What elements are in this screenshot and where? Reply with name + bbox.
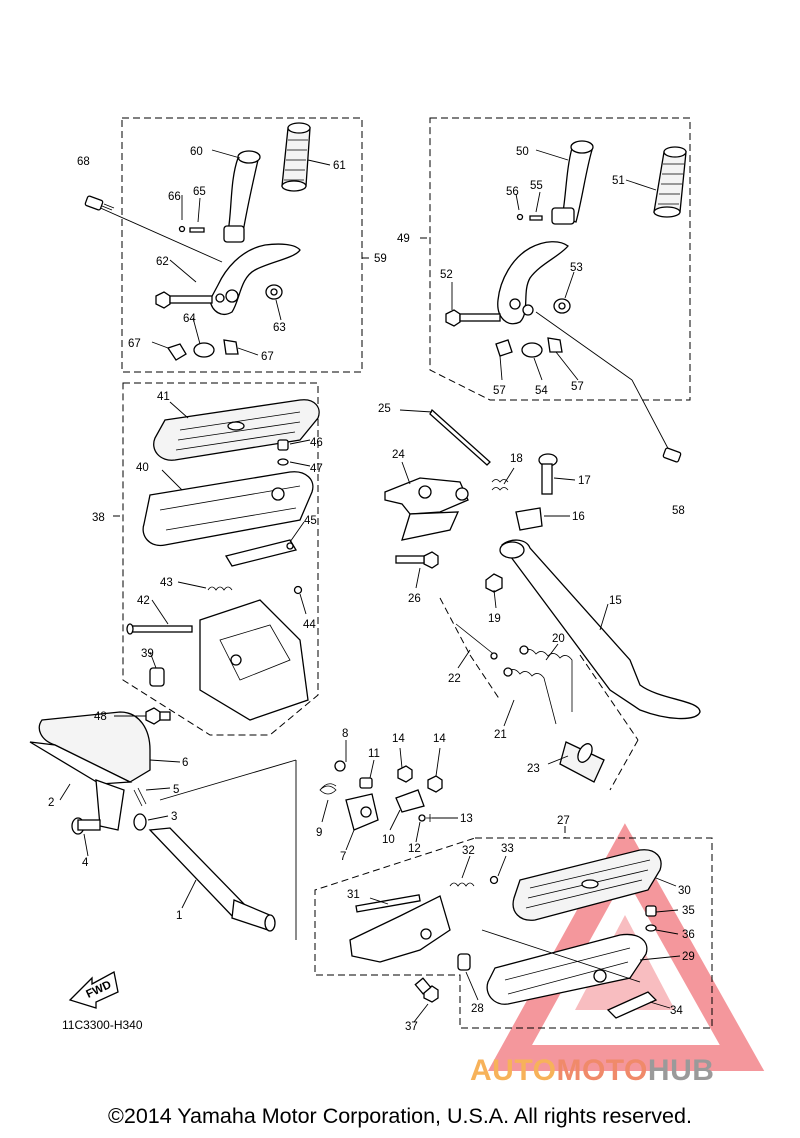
callout-61: 61 (333, 160, 346, 172)
callout-43: 43 (160, 577, 173, 589)
callout-37: 37 (405, 1021, 418, 1033)
callout-25: 25 (378, 403, 391, 415)
callout-38: 38 (92, 512, 105, 524)
callout-65: 65 (193, 186, 206, 198)
callout-12: 12 (408, 843, 421, 855)
callout-13: 13 (460, 813, 473, 825)
footpeg-group-right (445, 140, 687, 463)
callout-33: 33 (501, 843, 514, 855)
watermark-text: AUTOMOTOHUB (470, 1054, 714, 1088)
callout-64: 64 (183, 313, 196, 325)
copyright-notice: ©2014 Yamaha Motor Corporation, U.S.A. A… (108, 1104, 692, 1128)
callout-21: 21 (494, 729, 507, 741)
callout-67b: 67 (261, 351, 274, 363)
watermark-part-3: HUB (647, 1054, 715, 1087)
watermark-part-1: AUTO (470, 1054, 557, 1087)
callout-67a: 67 (128, 338, 141, 350)
callout-29: 29 (682, 951, 695, 963)
callout-48: 48 (94, 711, 107, 723)
callout-27: 27 (557, 815, 570, 827)
callout-41: 41 (157, 391, 170, 403)
callout-58: 58 (672, 505, 685, 517)
callout-labels: 68 60 61 66 65 62 59 63 64 67 67 50 51 5… (48, 146, 695, 1033)
callout-42: 42 (137, 595, 150, 607)
leader-lines (59, 149, 681, 1023)
callout-14a: 14 (392, 733, 405, 745)
group-box-59 (121, 117, 363, 373)
callout-35: 35 (682, 905, 695, 917)
callout-50: 50 (516, 146, 529, 158)
callout-2: 2 (48, 797, 54, 809)
callout-36: 36 (682, 929, 695, 941)
callout-7: 7 (340, 851, 346, 863)
callout-23: 23 (527, 763, 540, 775)
footpeg-group-left (84, 122, 311, 361)
callout-53: 53 (570, 262, 583, 274)
group-box-27 (314, 837, 713, 1029)
callout-62: 62 (156, 256, 169, 268)
callout-63: 63 (273, 322, 286, 334)
callout-49: 49 (397, 233, 410, 245)
brake-pedal-assembly (29, 707, 297, 940)
callout-52: 52 (440, 269, 453, 281)
diagram-code: 11C3300-H340 (62, 1018, 143, 1032)
callout-10: 10 (382, 834, 395, 846)
callout-24: 24 (392, 449, 405, 461)
callout-6: 6 (182, 757, 188, 769)
fwd-arrow-icon: FWD (68, 971, 119, 1009)
callout-51: 51 (612, 175, 625, 187)
callout-11: 11 (368, 748, 380, 760)
callout-17: 17 (578, 475, 591, 487)
callout-56: 56 (506, 186, 519, 198)
callout-28: 28 (471, 1003, 484, 1015)
callout-31: 31 (347, 889, 360, 901)
callout-16: 16 (572, 511, 585, 523)
callout-55: 55 (530, 180, 543, 192)
watermark-part-2: MOTO (556, 1054, 648, 1087)
callout-57a: 57 (493, 385, 506, 397)
callout-39: 39 (141, 648, 154, 660)
callout-8: 8 (342, 728, 348, 740)
callout-47: 47 (310, 463, 323, 475)
callout-45: 45 (304, 515, 317, 527)
callout-4: 4 (82, 857, 89, 869)
sidestand-group (384, 408, 701, 783)
group-box-38 (122, 382, 319, 736)
callout-3: 3 (171, 811, 177, 823)
callout-20: 20 (552, 633, 565, 645)
callout-66: 66 (168, 191, 181, 203)
callout-30: 30 (678, 885, 691, 897)
callout-9: 9 (316, 827, 322, 839)
callout-34: 34 (670, 1005, 683, 1017)
callout-68: 68 (77, 156, 90, 168)
callout-19: 19 (488, 613, 501, 625)
callout-1: 1 (176, 910, 182, 922)
callout-26: 26 (408, 593, 421, 605)
floorboard-group-left (126, 399, 320, 721)
group-box-49 (429, 117, 691, 401)
callout-59: 59 (374, 253, 387, 265)
callout-54: 54 (535, 385, 548, 397)
callout-22: 22 (448, 673, 461, 685)
callout-14b: 14 (433, 733, 446, 745)
callout-15: 15 (609, 595, 622, 607)
callout-5: 5 (173, 784, 179, 796)
callout-46: 46 (310, 437, 323, 449)
floorboard-group-right (349, 849, 662, 1019)
callout-32: 32 (462, 845, 475, 857)
callout-60: 60 (190, 146, 203, 158)
brake-switch-parts (319, 760, 443, 831)
callout-40: 40 (136, 462, 149, 474)
callout-18: 18 (510, 453, 523, 465)
callout-57b: 57 (571, 381, 584, 393)
callout-44: 44 (303, 619, 316, 631)
